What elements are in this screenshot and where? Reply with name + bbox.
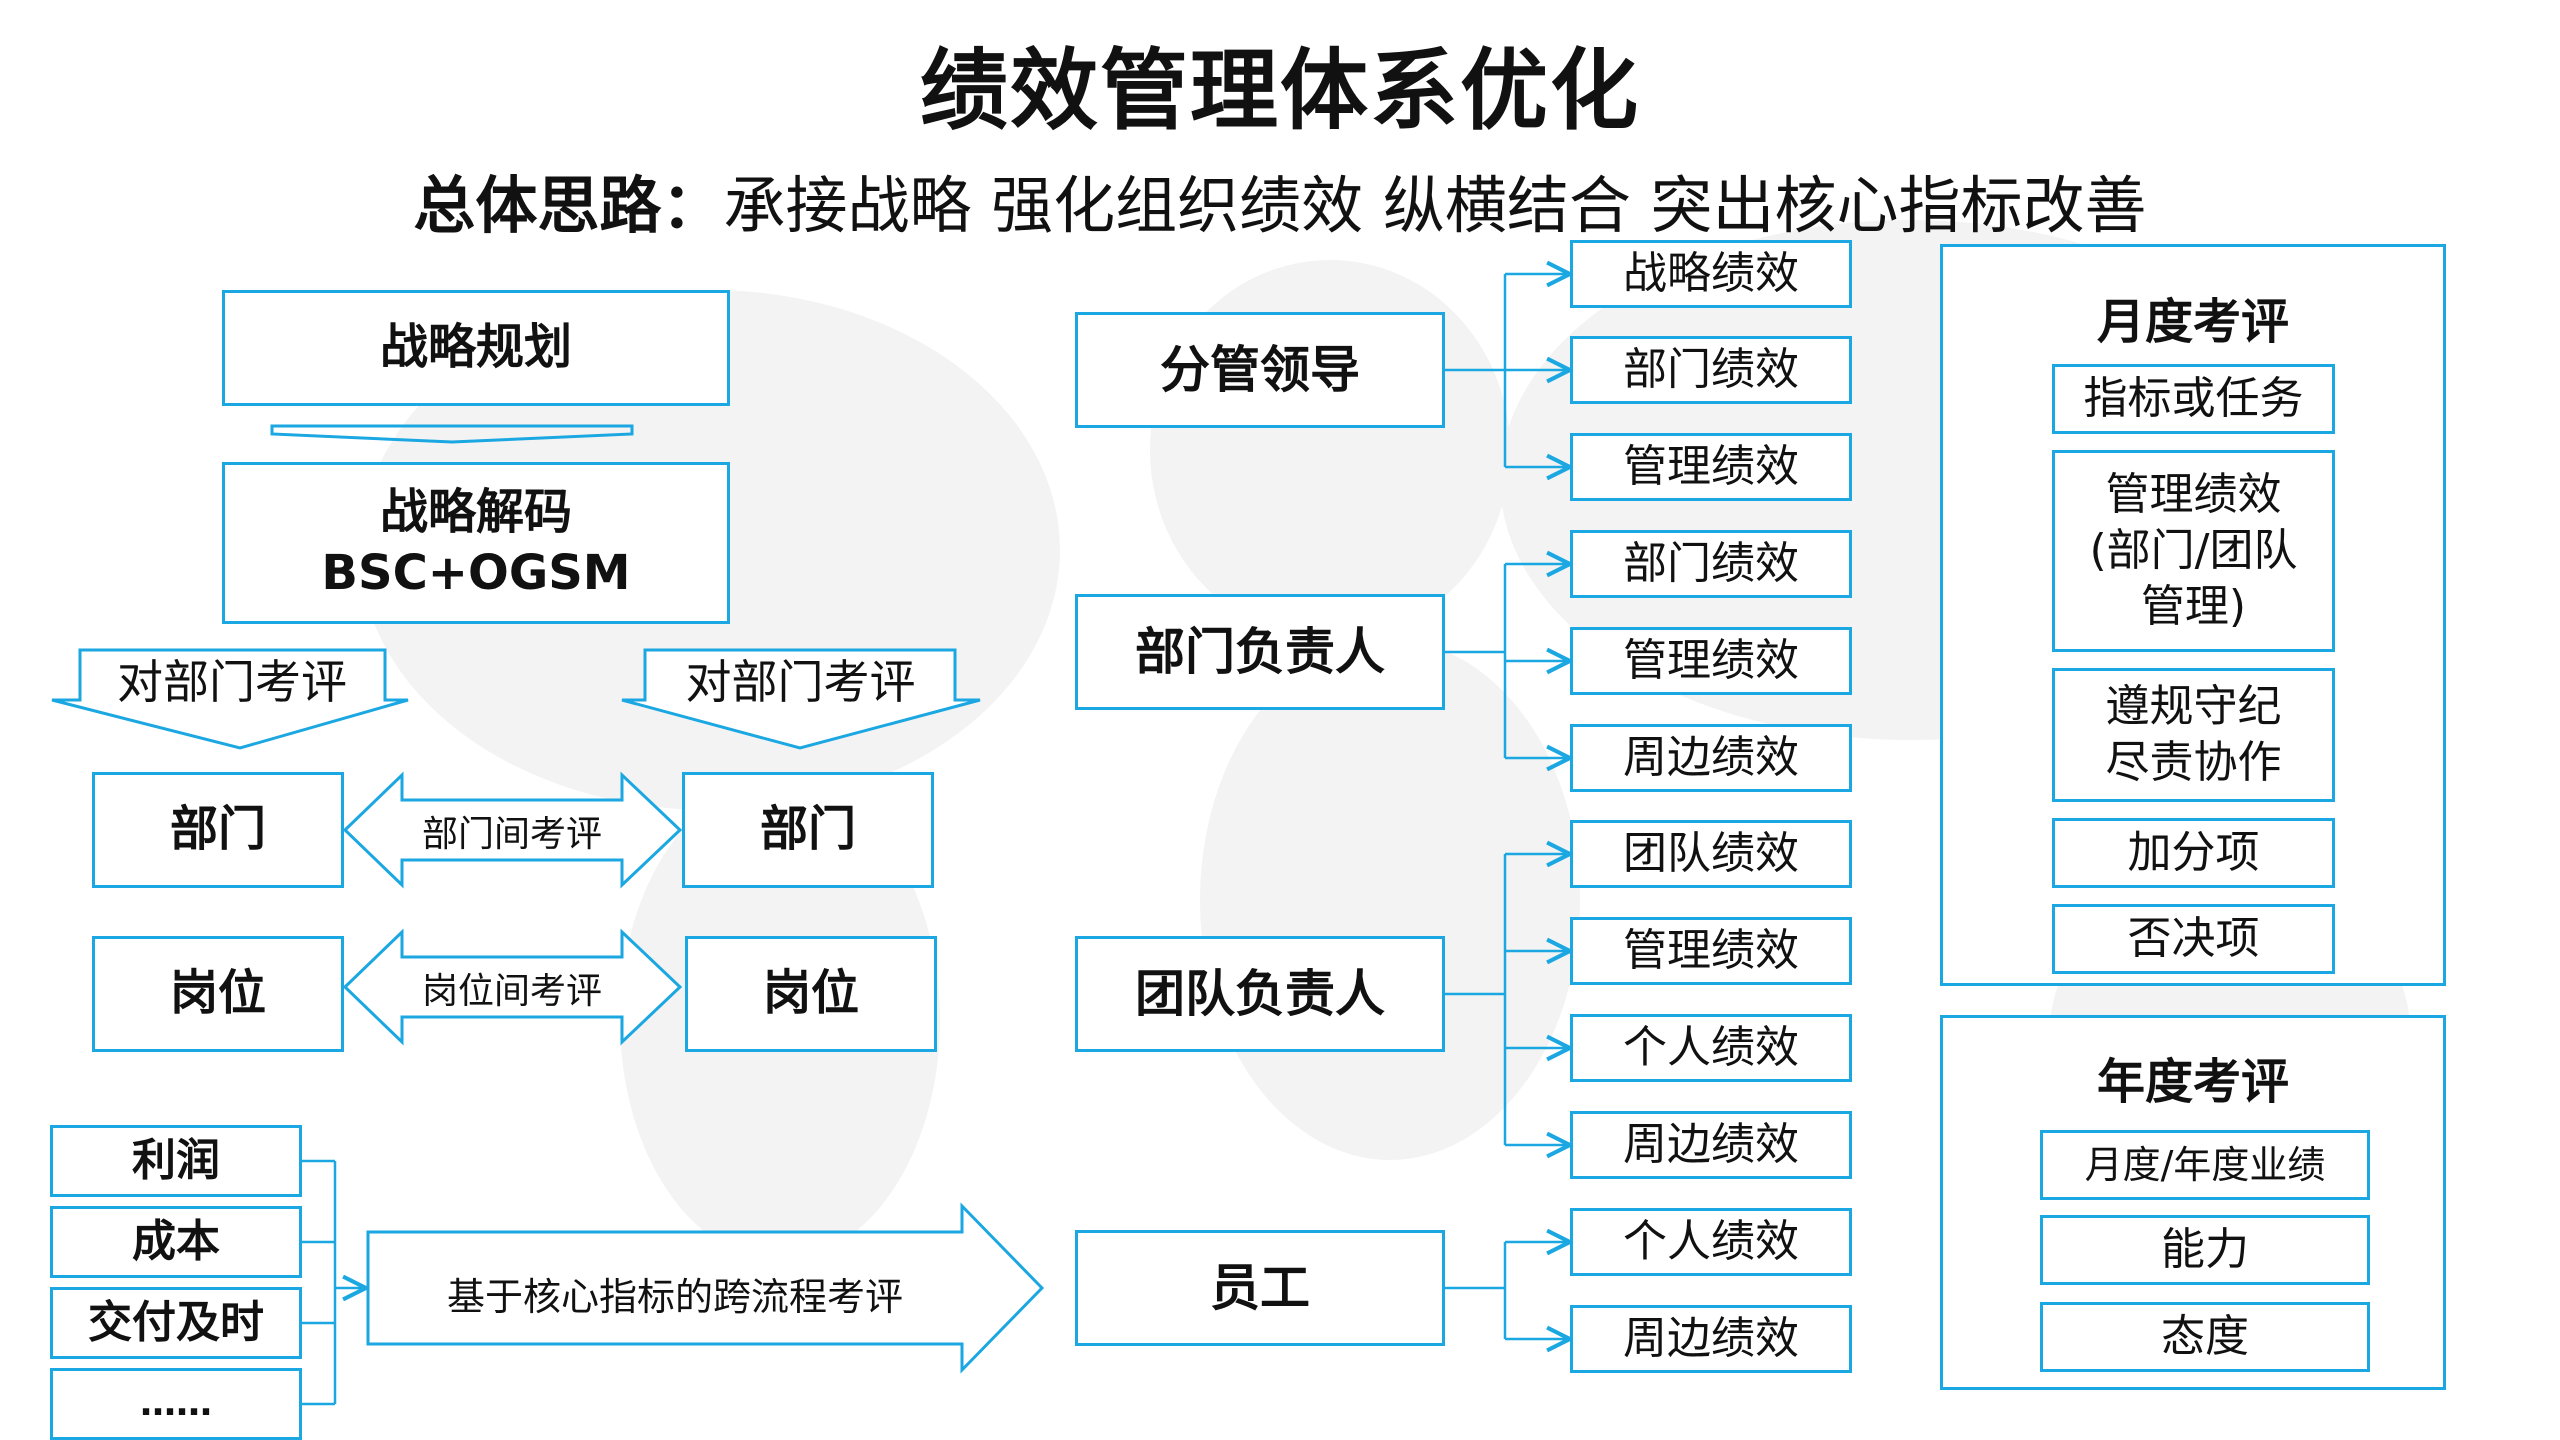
perf-item-label: 战略绩效 bbox=[1623, 247, 1799, 299]
monthly-item-label: 遵规守纪 尽责协作 bbox=[2105, 680, 2282, 788]
role-box-division-leader: 分管领导 bbox=[1075, 312, 1445, 428]
strategy-decode-box: 战略解码 BSC+OGSM bbox=[222, 462, 730, 624]
indicator-delivery-label: 交付及时 bbox=[88, 1296, 264, 1348]
annual-item-ability: 能力 bbox=[2040, 1215, 2370, 1285]
role-label-team-lead: 团队负责人 bbox=[1135, 965, 1385, 1023]
perf-item-label: 周边绩效 bbox=[1623, 1312, 1799, 1364]
inter-dept-label: 部门间考评 bbox=[421, 814, 602, 855]
perf-item-label: 管理绩效 bbox=[1623, 634, 1799, 686]
perf-item-label: 团队绩效 bbox=[1623, 827, 1799, 879]
perf-item-peripheral: 周边绩效 bbox=[1570, 724, 1852, 792]
role-label-dept-head: 部门负责人 bbox=[1135, 623, 1385, 681]
dept-left-label: 部门 bbox=[169, 801, 266, 858]
indicator-more: …… bbox=[50, 1368, 302, 1440]
annual-item-label: 能力 bbox=[2161, 1223, 2249, 1275]
monthly-item-label: 加分项 bbox=[2127, 826, 2260, 878]
cross-process-arrow bbox=[366, 1202, 1045, 1374]
perf-item-management: 管理绩效 bbox=[1570, 433, 1852, 501]
perf-item-label: 管理绩效 bbox=[1623, 440, 1799, 492]
double-arrow-dept bbox=[342, 771, 683, 889]
indicator-cost: 成本 bbox=[50, 1206, 302, 1278]
post-left-label: 岗位 bbox=[169, 965, 266, 1022]
perf-item-label: 周边绩效 bbox=[1623, 731, 1799, 783]
indicator-more-label: …… bbox=[140, 1382, 212, 1424]
perf-item-label: 个人绩效 bbox=[1623, 1021, 1799, 1073]
monthly-item-compliance: 遵规守纪 尽责协作 bbox=[2052, 668, 2335, 802]
perf-item-peripheral: 周边绩效 bbox=[1570, 1111, 1852, 1179]
page-title: 绩效管理体系优化 bbox=[919, 39, 1640, 142]
annual-review-title: 年度考评 bbox=[2096, 1054, 2289, 1110]
perf-item-dept: 部门绩效 bbox=[1570, 530, 1852, 598]
perf-item-strategy: 战略绩效 bbox=[1570, 240, 1852, 308]
strategy-plan-box: 战略规划 bbox=[222, 290, 730, 406]
monthly-item-indicator: 指标或任务 bbox=[2052, 364, 2335, 434]
role-label-division-leader: 分管领导 bbox=[1160, 341, 1360, 399]
perf-item-peripheral: 周边绩效 bbox=[1570, 1305, 1852, 1373]
dept-right-label: 部门 bbox=[759, 801, 856, 858]
perf-item-personal: 个人绩效 bbox=[1570, 1014, 1852, 1082]
role-label-employee: 员工 bbox=[1210, 1259, 1310, 1317]
post-left-box: 岗位 bbox=[92, 936, 344, 1052]
down-arrow-strategy bbox=[270, 424, 634, 444]
perf-item-management: 管理绩效 bbox=[1570, 627, 1852, 695]
post-right-label: 岗位 bbox=[762, 965, 859, 1022]
annual-item-label: 月度/年度业绩 bbox=[2084, 1142, 2326, 1187]
role-box-team-lead: 团队负责人 bbox=[1075, 936, 1445, 1052]
post-right-box: 岗位 bbox=[685, 936, 937, 1052]
perf-item-dept: 部门绩效 bbox=[1570, 336, 1852, 404]
role-box-dept-head: 部门负责人 bbox=[1075, 594, 1445, 710]
strategy-decode-label: 战略解码 bbox=[379, 483, 572, 540]
perf-item-label: 管理绩效 bbox=[1623, 924, 1799, 976]
monthly-item-label: 否决项 bbox=[2127, 912, 2260, 964]
dept-left-box: 部门 bbox=[92, 772, 344, 888]
perf-item-personal: 个人绩效 bbox=[1570, 1208, 1852, 1276]
dept-review-right-label: 对部门考评 bbox=[685, 655, 916, 709]
strategy-decode-method: BSC+OGSM bbox=[321, 545, 631, 601]
subtitle-text: 承接战略 强化组织绩效 纵横结合 突出核心指标改善 bbox=[723, 169, 2147, 242]
double-arrow-post bbox=[342, 928, 683, 1046]
perf-item-label: 部门绩效 bbox=[1623, 343, 1799, 395]
indicator-delivery: 交付及时 bbox=[50, 1287, 302, 1359]
monthly-item-management: 管理绩效 (部门/团队 管理) bbox=[2052, 450, 2335, 652]
indicator-profit: 利润 bbox=[50, 1125, 302, 1197]
strategy-plan-label: 战略规划 bbox=[379, 319, 572, 376]
annual-item-performance: 月度/年度业绩 bbox=[2040, 1130, 2370, 1200]
indicator-cost-label: 成本 bbox=[132, 1215, 220, 1267]
perf-item-label: 个人绩效 bbox=[1623, 1215, 1799, 1267]
page-subtitle: 总体思路：承接战略 强化组织绩效 纵横结合 突出核心指标改善 bbox=[0, 155, 2560, 245]
monthly-item-label: 指标或任务 bbox=[2083, 372, 2304, 424]
perf-item-team: 团队绩效 bbox=[1570, 820, 1852, 888]
dept-review-left-label: 对部门考评 bbox=[117, 655, 347, 709]
down-arrow-review-right bbox=[621, 648, 981, 750]
dept-right-box: 部门 bbox=[682, 772, 934, 888]
inter-post-label: 岗位间考评 bbox=[421, 971, 602, 1012]
indicator-profit-label: 利润 bbox=[132, 1134, 220, 1186]
monthly-item-bonus: 加分项 bbox=[2052, 818, 2335, 888]
perf-item-label: 周边绩效 bbox=[1623, 1118, 1799, 1170]
annual-item-attitude: 态度 bbox=[2040, 1302, 2370, 1372]
role-box-employee: 员工 bbox=[1075, 1230, 1445, 1346]
perf-item-management: 管理绩效 bbox=[1570, 917, 1852, 985]
monthly-item-veto: 否决项 bbox=[2052, 904, 2335, 974]
subtitle-prefix: 总体思路： bbox=[413, 169, 724, 242]
perf-item-label: 部门绩效 bbox=[1623, 537, 1799, 589]
cross-process-label: 基于核心指标的跨流程考评 bbox=[446, 1275, 903, 1319]
annual-item-label: 态度 bbox=[2161, 1310, 2249, 1362]
monthly-review-title: 月度考评 bbox=[2096, 294, 2289, 350]
down-arrow-review-left bbox=[51, 648, 409, 750]
monthly-item-label: 管理绩效 (部门/团队 管理) bbox=[2089, 468, 2298, 633]
